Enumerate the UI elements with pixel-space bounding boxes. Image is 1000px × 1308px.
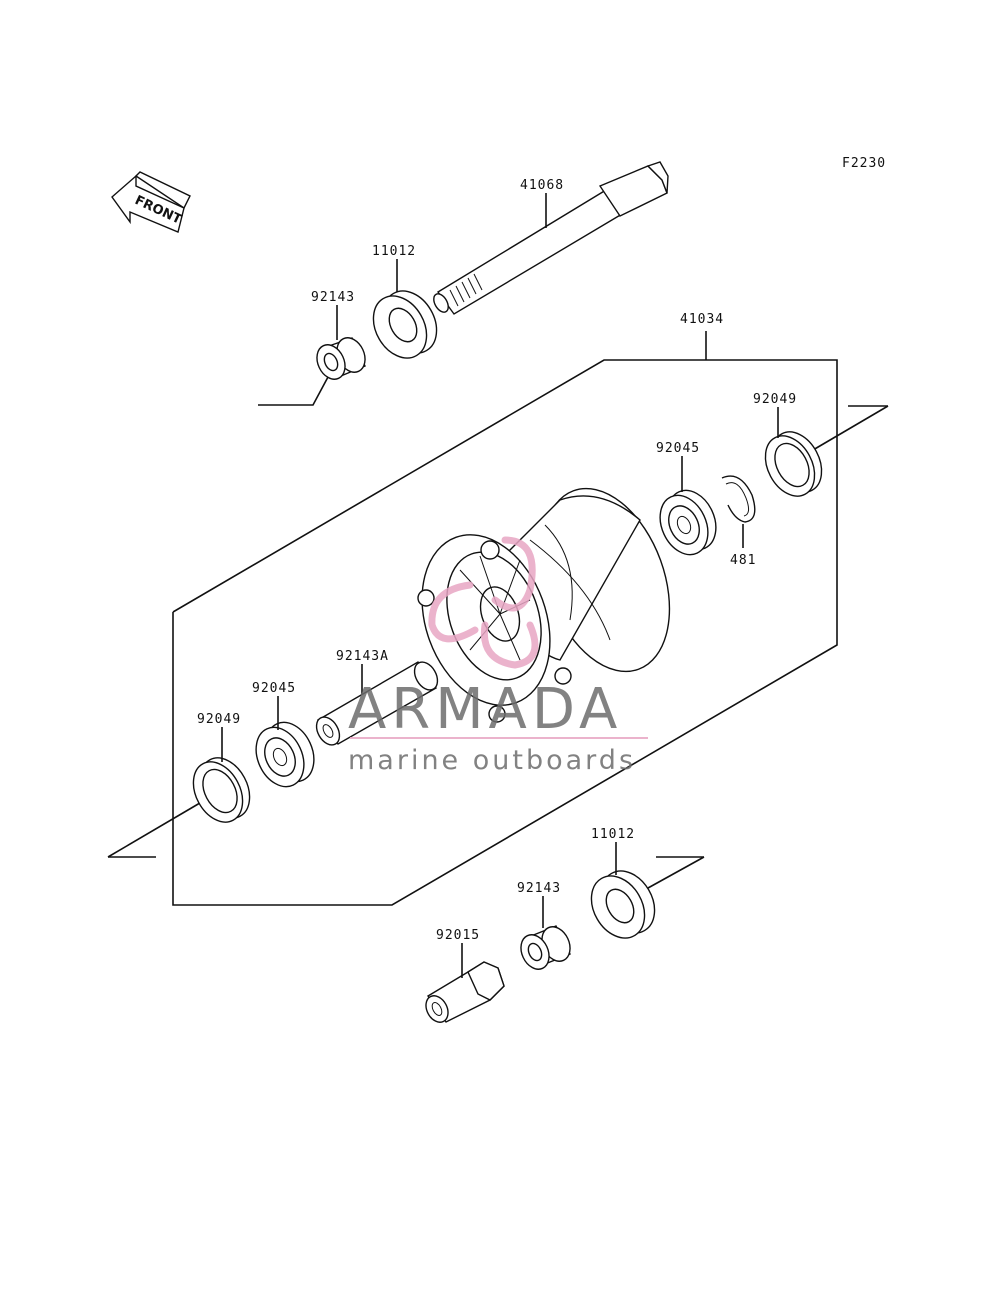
assembly-bracket [172, 331, 838, 906]
armada-logo: ARMADA marine outboards [348, 536, 648, 776]
sleeve-part [315, 661, 439, 746]
label-bearing-right: 92045 [656, 441, 700, 456]
label-seal-top: 11012 [372, 244, 416, 259]
axle-part [433, 161, 669, 315]
label-sleeve: 92143A [336, 649, 389, 664]
spacer-bottom-part [520, 925, 571, 970]
seal-bottom-part [590, 870, 656, 939]
spacer-top-part [316, 337, 366, 380]
bearing-right-part [659, 489, 717, 556]
label-bearing-left: 92045 [252, 681, 296, 696]
label-circlip: 481 [730, 553, 756, 568]
label-hub-assembly: 41034 [680, 312, 724, 327]
label-axle: 41068 [520, 178, 564, 193]
seal-top-part [372, 290, 438, 359]
axis-lines [107, 376, 889, 889]
watermark-brand: ARMADA [348, 677, 622, 742]
label-seal-right: 92049 [753, 392, 797, 407]
label-spacer-bottom: 92143 [517, 881, 561, 896]
hub-part [417, 487, 671, 723]
circlip-part [721, 475, 756, 523]
figure-code: F2230 [842, 156, 886, 171]
label-seal-bottom: 11012 [591, 827, 635, 842]
seal-right-part [764, 431, 823, 497]
front-arrow-icon: FRONT [111, 171, 191, 233]
seal-left-part [192, 757, 251, 823]
label-spacer-top: 92143 [311, 290, 355, 305]
bearing-left-part [255, 721, 315, 788]
label-seal-left: 92049 [197, 712, 241, 727]
watermark-tagline: marine outboards [348, 745, 636, 776]
label-axle-nut: 92015 [436, 928, 480, 943]
axle-nut-part [425, 961, 505, 1023]
